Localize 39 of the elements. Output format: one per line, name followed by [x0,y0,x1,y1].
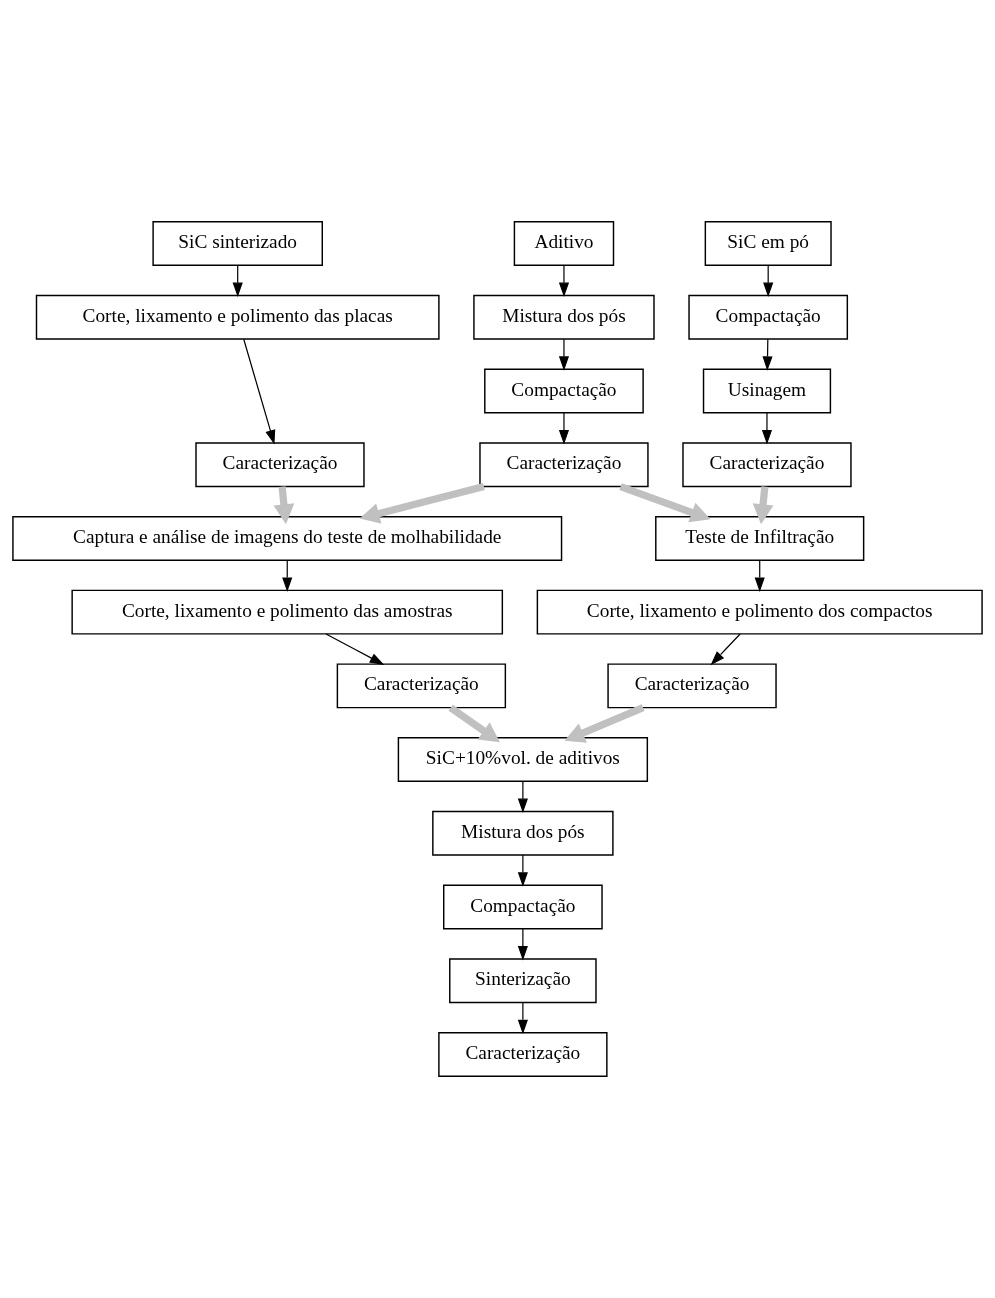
node-box: Caracterização [479,442,649,488]
node-box: Caracterização [195,442,365,488]
arrow [517,1001,528,1035]
node-box: Compactação [484,368,644,414]
node-box: SiC em pó [704,221,832,267]
node-box: Sinterização [449,958,597,1004]
arrow [273,486,295,525]
arrow [517,854,528,887]
node-box: SiC+10%vol. de aditivos [397,737,649,783]
arrow [761,412,773,445]
arrow [448,704,500,743]
arrow [325,633,385,665]
node-box: Corte, lixamento e polimento das placas [35,294,440,340]
node-box: SiC sinterizado [152,221,323,267]
arrow [359,483,485,524]
arrow [564,704,645,743]
node-box: Caracterização [336,663,507,709]
node-box: Caracterização [607,663,777,709]
arrow [517,780,528,814]
arrow [558,338,570,371]
arrow [752,486,774,525]
arrow [517,928,528,961]
node-box: Mistura dos pós [473,294,655,340]
arrow [619,483,711,523]
arrow [558,264,570,298]
arrow [710,633,741,666]
node-box: Captura e análise de imagens do teste de molhabilidade [12,515,563,561]
node-box: Teste de Infiltração [655,515,865,561]
node-box: Corte, lixamento e polimento dos compactos [536,589,983,635]
node-box: Mistura dos pós [432,810,614,856]
node-box: Aditivo [513,221,615,267]
node-box: Usinagem [702,368,832,414]
node-box: Caracterização [438,1031,608,1077]
arrow [558,412,570,445]
node-box: Compactação [688,294,849,340]
node-box: Corte, lixamento e polimento das amostras [71,589,504,635]
node-box: Caracterização [682,442,852,488]
node-box: Compactação [443,884,603,930]
arrow [243,338,276,445]
